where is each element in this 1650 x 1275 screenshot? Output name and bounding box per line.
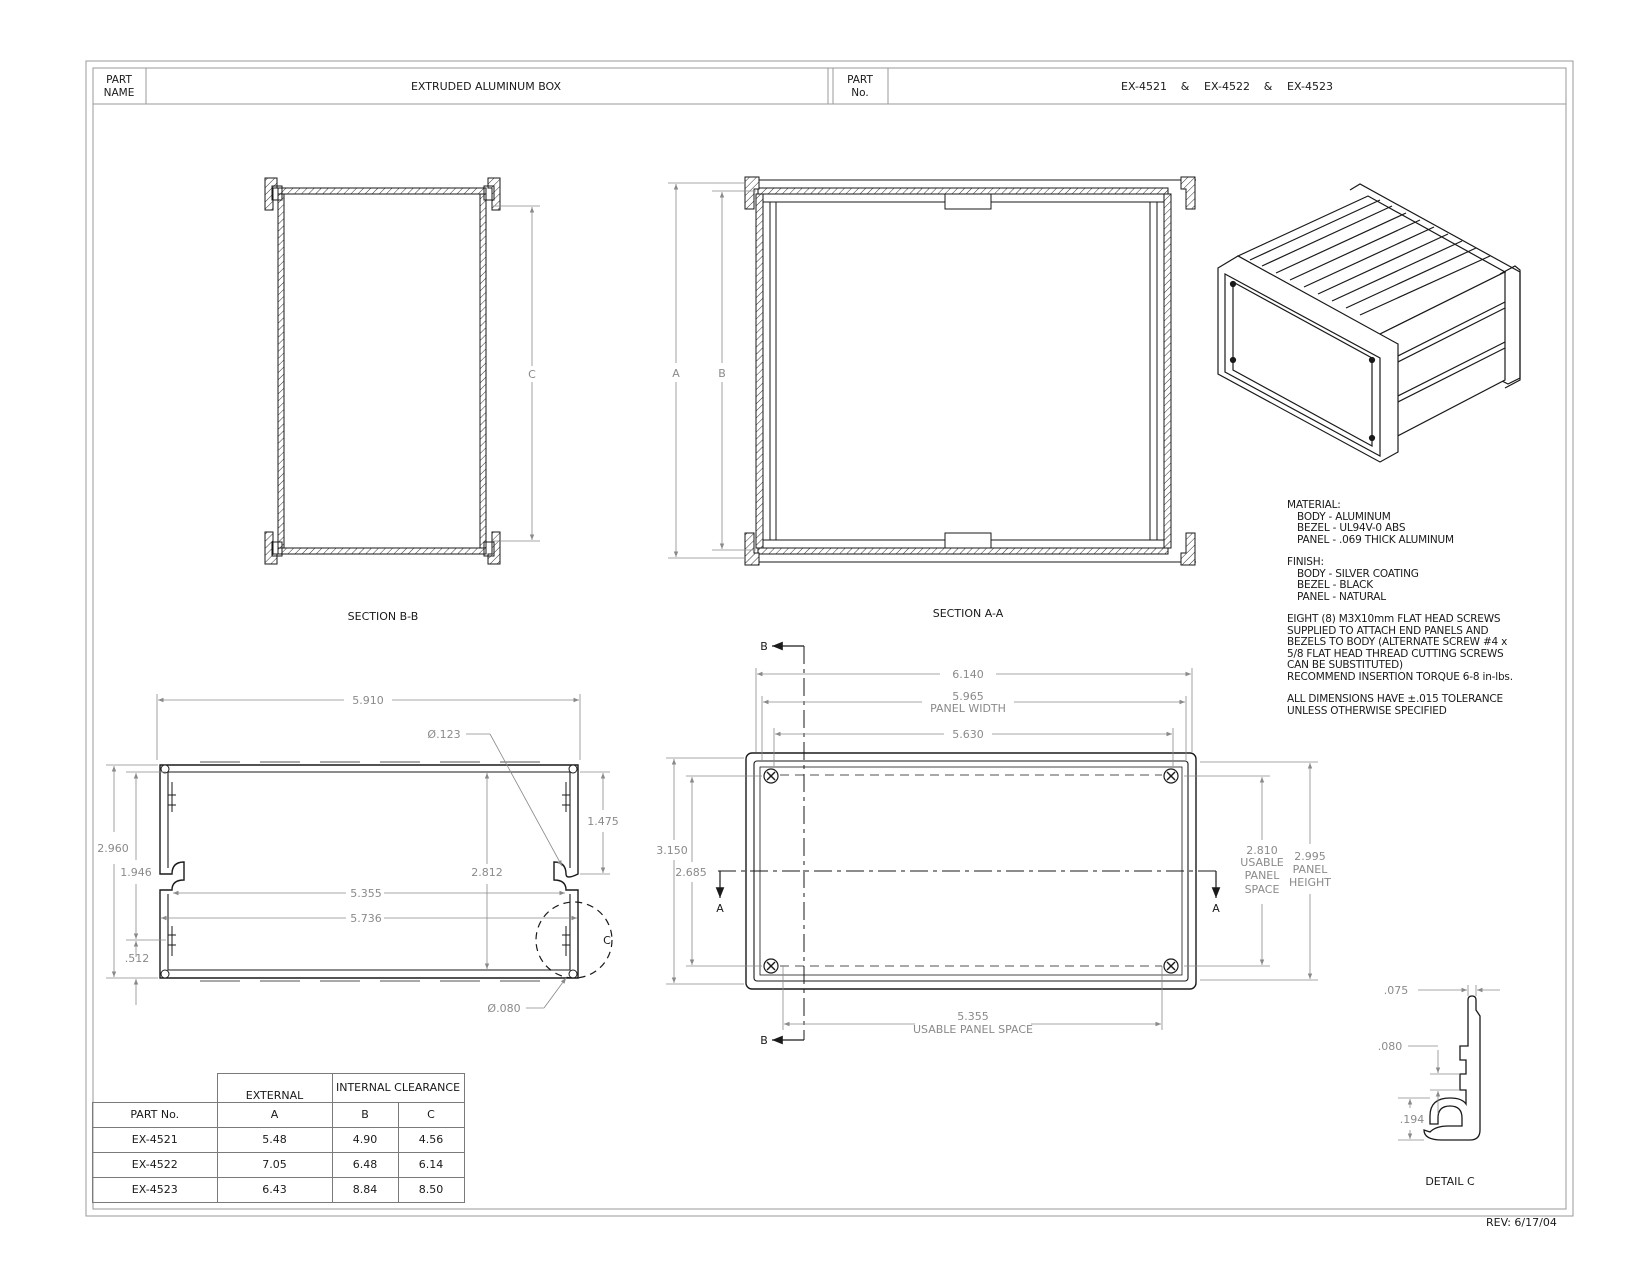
dim-194: .194 xyxy=(1400,1113,1425,1126)
detail-c-view xyxy=(1398,985,1500,1141)
table-cell-b: 6.48 xyxy=(331,1151,399,1178)
note-material: MATERIAL: xyxy=(1287,499,1341,511)
note-panel-finish: PANEL - NATURAL xyxy=(1297,590,1386,603)
dim-080-detail: .080 xyxy=(1378,1040,1403,1053)
isometric-view xyxy=(1217,183,1521,463)
note-body-finish: BODY - SILVER COATING xyxy=(1297,567,1419,580)
dim-panel-height-2: HEIGHT xyxy=(1289,876,1331,889)
note-screws-6: RECOMMEND INSERTION TORQUE 6-8 in-lbs. xyxy=(1287,670,1513,683)
dim-5355-front: 5.355 xyxy=(957,1010,989,1023)
table-cell-part: EX-4521 xyxy=(92,1126,218,1153)
dim-3150: 3.150 xyxy=(656,844,688,857)
detail-c-title: DETAIL C xyxy=(1425,1175,1475,1188)
dim-2812: 2.812 xyxy=(471,866,503,879)
dimension-table: EXTERNAL INTERNAL CLEARANCE PART No. A B… xyxy=(92,1073,465,1203)
table-header-internal: INTERNAL CLEARANCE xyxy=(331,1073,465,1103)
dim-1475: 1.475 xyxy=(587,815,619,828)
dim-5910: 5.910 xyxy=(352,694,384,707)
dim-label-c: C xyxy=(528,368,536,381)
table-cell-a: 6.43 xyxy=(216,1176,333,1203)
amp-1: & xyxy=(1181,80,1190,93)
dim-panel-width: PANEL WIDTH xyxy=(930,702,1006,715)
inner-border xyxy=(92,67,1567,1210)
section-bb-title: SECTION B-B xyxy=(348,610,419,623)
note-screws-2: SUPPLIED TO ATTACH END PANELS AND xyxy=(1287,624,1489,637)
note-screws-3: BEZELS TO BODY (ALTERNATE SCREW #4 x xyxy=(1287,636,1508,648)
note-tolerance-1: ALL DIMENSIONS HAVE ±.015 TOLERANCE xyxy=(1287,693,1503,705)
cut-label-a-left: A xyxy=(716,902,724,915)
outer-border xyxy=(85,60,1574,1217)
note-panel-material: PANEL - .069 THICK ALUMINUM xyxy=(1297,533,1454,546)
part-no-3: EX-4523 xyxy=(1287,80,1333,93)
dim-5630: 5.630 xyxy=(952,728,984,741)
note-tolerance-2: UNLESS OTHERWISE SPECIFIED xyxy=(1287,704,1447,717)
dim-512: .512 xyxy=(125,952,150,965)
table-col-c: C xyxy=(397,1101,465,1128)
table-cell-a: 5.48 xyxy=(216,1126,333,1153)
table-cell-c: 8.50 xyxy=(397,1176,465,1203)
front-view xyxy=(666,641,1318,1045)
dim-usable-3: SPACE xyxy=(1245,883,1280,896)
cut-label-b-bottom: B xyxy=(760,1034,768,1047)
section-aa-title: SECTION A-A xyxy=(933,607,1004,620)
table-cell-b: 4.90 xyxy=(331,1126,399,1153)
table-row: EX-4522 7.05 6.48 6.14 xyxy=(92,1151,465,1178)
dim-label-a: A xyxy=(672,367,680,380)
table-cell-part: EX-4522 xyxy=(92,1151,218,1178)
table-row: EX-4523 6.43 8.84 8.50 xyxy=(92,1176,465,1203)
part-no-label-2: No. xyxy=(851,87,868,99)
part-no-2: EX-4522 xyxy=(1204,80,1250,93)
dim-hole-123: Ø.123 xyxy=(427,728,460,741)
dim-label-b: B xyxy=(718,367,726,380)
dim-2685: 2.685 xyxy=(675,866,707,879)
note-screws-4: 5/8 FLAT HEAD THREAD CUTTING SCREWS xyxy=(1287,647,1504,660)
note-body-material: BODY - ALUMINUM xyxy=(1297,510,1391,523)
dim-usable-2: PANEL xyxy=(1245,869,1281,882)
part-name-label-1: PART xyxy=(106,74,132,86)
end-view xyxy=(106,694,613,1009)
note-screws-1: EIGHT (8) M3X10mm FLAT HEAD SCREWS xyxy=(1287,613,1501,625)
section-bb-view xyxy=(264,177,540,565)
dim-5736: 5.736 xyxy=(350,912,382,925)
part-no-label-1: PART xyxy=(847,74,873,86)
amp-2: & xyxy=(1264,80,1273,93)
part-name-label-2: NAME xyxy=(104,87,135,99)
note-screws-5: CAN BE SUBSTITUTED) xyxy=(1287,659,1403,671)
dim-2995: 2.995 xyxy=(1294,850,1326,863)
dim-hole-080: Ø.080 xyxy=(487,1002,520,1015)
revision-label: REV: 6/17/04 xyxy=(1486,1216,1557,1229)
dim-6140: 6.140 xyxy=(952,668,984,681)
dim-usable-1: USABLE xyxy=(1240,856,1283,869)
table-cell-b: 8.84 xyxy=(331,1176,399,1203)
cut-label-a-right: A xyxy=(1212,902,1220,915)
part-name: EXTRUDED ALUMINUM BOX xyxy=(411,80,562,93)
dim-5965: 5.965 xyxy=(952,690,984,703)
dim-2960: 2.960 xyxy=(97,842,129,855)
dim-usable-panel-space: USABLE PANEL SPACE xyxy=(913,1023,1033,1036)
table-header-external: EXTERNAL xyxy=(216,1073,333,1103)
table-cell-a: 7.05 xyxy=(216,1151,333,1178)
dim-1946: 1.946 xyxy=(120,866,152,879)
dim-2810: 2.810 xyxy=(1246,844,1278,857)
dim-5355-end: 5.355 xyxy=(350,887,382,900)
dim-panel-height-1: PANEL xyxy=(1293,863,1329,876)
table-cell-part: EX-4523 xyxy=(92,1176,218,1203)
cut-label-b-top: B xyxy=(760,640,768,653)
table-col-a: A xyxy=(216,1101,333,1128)
table-col-part: PART No. xyxy=(92,1101,218,1128)
note-finish: FINISH: xyxy=(1287,556,1324,568)
table-cell-c: 6.14 xyxy=(397,1151,465,1178)
table-cell-c: 4.56 xyxy=(397,1126,465,1153)
table-col-b: B xyxy=(331,1101,399,1128)
note-bezel-material: BEZEL - UL94V-0 ABS xyxy=(1297,522,1406,534)
section-aa-view xyxy=(668,176,1196,566)
part-no-1: EX-4521 xyxy=(1121,80,1167,93)
detail-marker-c: C xyxy=(603,934,611,947)
table-row: EX-4521 5.48 4.90 4.56 xyxy=(92,1126,465,1153)
dim-075: .075 xyxy=(1384,984,1409,997)
notes-block: MATERIAL: BODY - ALUMINUM BEZEL - UL94V-… xyxy=(1287,499,1577,717)
note-bezel-finish: BEZEL - BLACK xyxy=(1297,579,1373,591)
title-block xyxy=(93,68,1566,105)
